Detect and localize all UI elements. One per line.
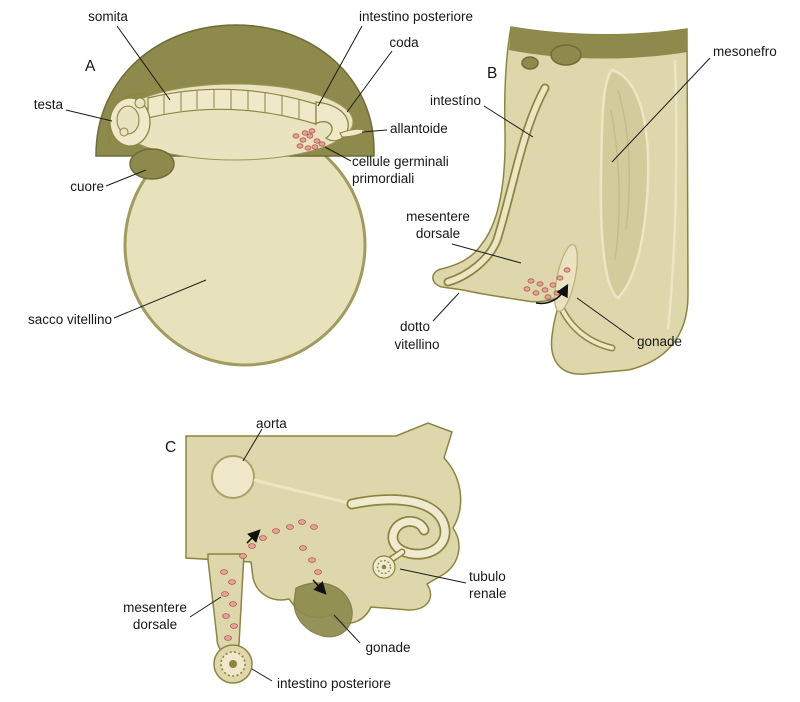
- label-intestino-b: intestíno: [430, 93, 481, 108]
- label-cuore: cuore: [70, 179, 104, 194]
- hindgut-shape: [213, 644, 253, 684]
- mesonephros-shape: [599, 68, 650, 300]
- panel-letter-a: A: [85, 58, 96, 75]
- leader-allantoide: [361, 129, 388, 133]
- label-intestino-posteriore-c: intestino posteriore: [277, 676, 391, 691]
- allantois-shape: [339, 128, 368, 138]
- panel-a-diagram: [95, 24, 375, 367]
- label-gonade-c: gonade: [365, 640, 410, 655]
- leader-aorta: [242, 428, 263, 462]
- label-dotto-1: dotto: [400, 319, 430, 334]
- label-somita: somita: [88, 9, 128, 24]
- panel-c-diagram: [185, 422, 462, 684]
- migration-arrow-b: [535, 283, 569, 305]
- tail-shape: [315, 101, 349, 142]
- leader-intestino-posteriore-a: [317, 25, 363, 107]
- leader-mesentere-c: [189, 596, 222, 618]
- label-sacco-vitellino: sacco vitellino: [28, 312, 112, 327]
- label-mesentere-c-2: dorsale: [133, 617, 177, 632]
- gonad-c-shape: [293, 582, 353, 638]
- leader-cuore: [105, 169, 147, 187]
- germ-cells-cluster-a: [292, 128, 326, 151]
- body-wall-b-shape: [432, 26, 689, 375]
- leader-mesonefro: [611, 57, 711, 163]
- leader-gonade-c: [333, 614, 361, 644]
- label-tubulo-2: renale: [469, 586, 507, 601]
- leader-testa: [65, 109, 113, 122]
- leader-gonade-b: [576, 297, 635, 340]
- leader-tubulo-renale: [399, 568, 467, 584]
- head-shape: [108, 93, 151, 147]
- label-coda: coda: [389, 35, 419, 50]
- label-intestino-posteriore-a: intestino posteriore: [359, 9, 473, 24]
- panel-b-diagram: [432, 26, 689, 375]
- leader-mesentere-b: [451, 243, 522, 264]
- leader-lines: [65, 25, 711, 682]
- heart-shape: [129, 148, 175, 180]
- labels: A B C somita intestino posteriore coda t…: [28, 9, 777, 691]
- label-gonade-b: gonade: [637, 334, 682, 349]
- label-allantoide: allantoide: [390, 121, 448, 136]
- germ-cells-c: [220, 519, 322, 641]
- somite-section-shape: [550, 44, 582, 66]
- renal-tubule-shape: [346, 494, 451, 579]
- leader-cellule-germinali: [324, 146, 352, 162]
- label-tubulo-1: tubulo: [469, 569, 506, 584]
- label-cellule-germinali-2: primordiali: [352, 171, 414, 186]
- panel-letter-c: C: [165, 439, 176, 456]
- label-mesentere-c-1: mesentere: [123, 600, 187, 615]
- label-cellule-germinali-1: cellule germinali: [352, 154, 449, 169]
- leader-coda: [346, 50, 393, 113]
- leader-sacco-vitellino: [113, 279, 207, 319]
- leader-intestino-posteriore-c: [251, 668, 273, 682]
- leader-intestino-b: [483, 105, 534, 138]
- label-dotto-2: vitellino: [394, 337, 439, 352]
- leader-dotto-vitellino: [432, 292, 460, 322]
- label-testa: testa: [34, 97, 64, 112]
- neural-tube-section-shape: [521, 56, 539, 70]
- aorta-branch-line: [253, 478, 353, 506]
- label-mesonefro: mesonefro: [713, 44, 777, 59]
- label-aorta: aorta: [256, 416, 287, 431]
- leader-somita: [116, 25, 171, 101]
- label-mesentere-b-1: mesentere: [406, 209, 470, 224]
- migration-arrows-c: [246, 529, 327, 595]
- aorta-shape: [211, 455, 255, 499]
- panel-letter-b: B: [487, 65, 497, 82]
- label-mesentere-b-2: dorsale: [416, 226, 460, 241]
